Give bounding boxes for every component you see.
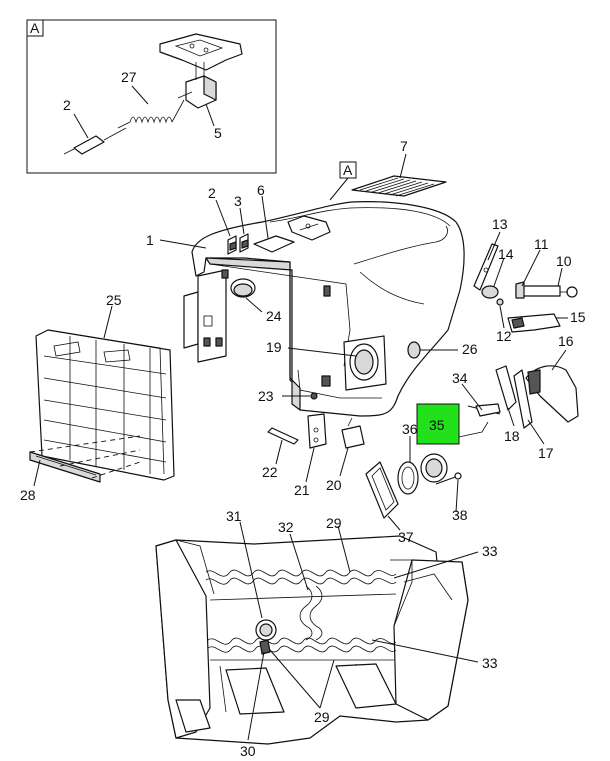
part-ring-36 <box>397 461 419 495</box>
callout-22: 22 <box>262 464 278 480</box>
callout-7: 7 <box>400 138 408 154</box>
part-strut-10 <box>515 281 578 299</box>
callout-19: 19 <box>266 339 282 355</box>
callout-36: 36 <box>402 421 418 437</box>
callout-33-upper: 33 <box>482 543 498 559</box>
part-headlamp-35 <box>420 453 448 483</box>
part-bracket-18 <box>495 365 517 411</box>
part-bracket-17 <box>513 369 533 429</box>
callout-2: 2 <box>208 185 216 201</box>
callout-15: 15 <box>570 309 586 325</box>
part-pin-22 <box>267 427 299 445</box>
part-hinge-13 <box>473 243 499 291</box>
callout-27: 27 <box>121 69 137 85</box>
part-washer-12 <box>496 298 504 306</box>
detail-bracket-plate <box>159 33 243 71</box>
detail-pin <box>63 127 127 155</box>
part-clip-20 <box>341 417 365 449</box>
callout-31: 31 <box>226 508 242 524</box>
part-bracket-21 <box>307 413 327 449</box>
callout-29-lower: 29 <box>314 709 330 725</box>
callout-33-lower: 33 <box>482 655 498 671</box>
callout-29-upper: 29 <box>326 515 342 531</box>
leader-lines <box>33 153 568 741</box>
callout-23: 23 <box>258 388 274 404</box>
callout-20: 20 <box>326 477 342 493</box>
callout-35: 35 <box>429 417 445 433</box>
hood-assembly <box>183 201 465 417</box>
callout-5: 5 <box>214 125 222 141</box>
callout-1: 1 <box>146 232 154 248</box>
callout-6: 6 <box>257 182 265 198</box>
part-screw-38 <box>435 472 462 485</box>
lower-body <box>155 535 469 745</box>
hood-latches <box>227 233 249 255</box>
part-rod-34 <box>453 403 501 439</box>
callout-11: 11 <box>534 236 549 252</box>
callout-34: 34 <box>452 370 468 386</box>
detail-latch-block <box>177 62 217 109</box>
part-nut-23 <box>310 392 318 400</box>
detail-spring <box>117 99 185 129</box>
highlight-box-35: 35 <box>416 403 460 445</box>
callout-17: 17 <box>538 445 554 461</box>
callout-32: 32 <box>278 519 294 535</box>
emblem-bar <box>29 435 141 483</box>
callout-14: 14 <box>498 246 514 262</box>
radiator-grille <box>35 329 175 481</box>
hood-bracket-a <box>287 215 331 241</box>
part-bracket-15 <box>507 313 561 333</box>
detail-box-a: A 2 27 5 <box>26 19 277 174</box>
part-mirror-16 <box>525 365 579 423</box>
callout-24: 24 <box>266 308 282 324</box>
detail-box-tag: A <box>30 20 40 36</box>
main-tag-label: A <box>343 162 353 178</box>
part-bezel-37 <box>365 461 399 519</box>
callout-16: 16 <box>558 333 574 349</box>
callout-13: 13 <box>492 216 508 232</box>
callout-37: 37 <box>398 529 414 545</box>
part-bushing-14 <box>481 285 499 299</box>
callout-28: 28 <box>20 487 36 503</box>
callout-30: 30 <box>240 743 256 759</box>
callouts: 1 2 3 6 7 10 11 12 13 14 15 16 17 18 19 … <box>20 138 586 759</box>
callout-18: 18 <box>504 428 520 444</box>
callout-3: 3 <box>234 193 242 209</box>
callout-25: 25 <box>106 292 122 308</box>
callout-12: 12 <box>496 328 512 344</box>
air-grille <box>351 175 447 197</box>
callout-10: 10 <box>556 253 572 269</box>
callout-21: 21 <box>294 482 310 498</box>
callout-26: 26 <box>462 341 478 357</box>
callout-38: 38 <box>452 507 468 523</box>
callout-2-detail: 2 <box>63 97 71 113</box>
main-tag-a: A <box>329 161 357 201</box>
